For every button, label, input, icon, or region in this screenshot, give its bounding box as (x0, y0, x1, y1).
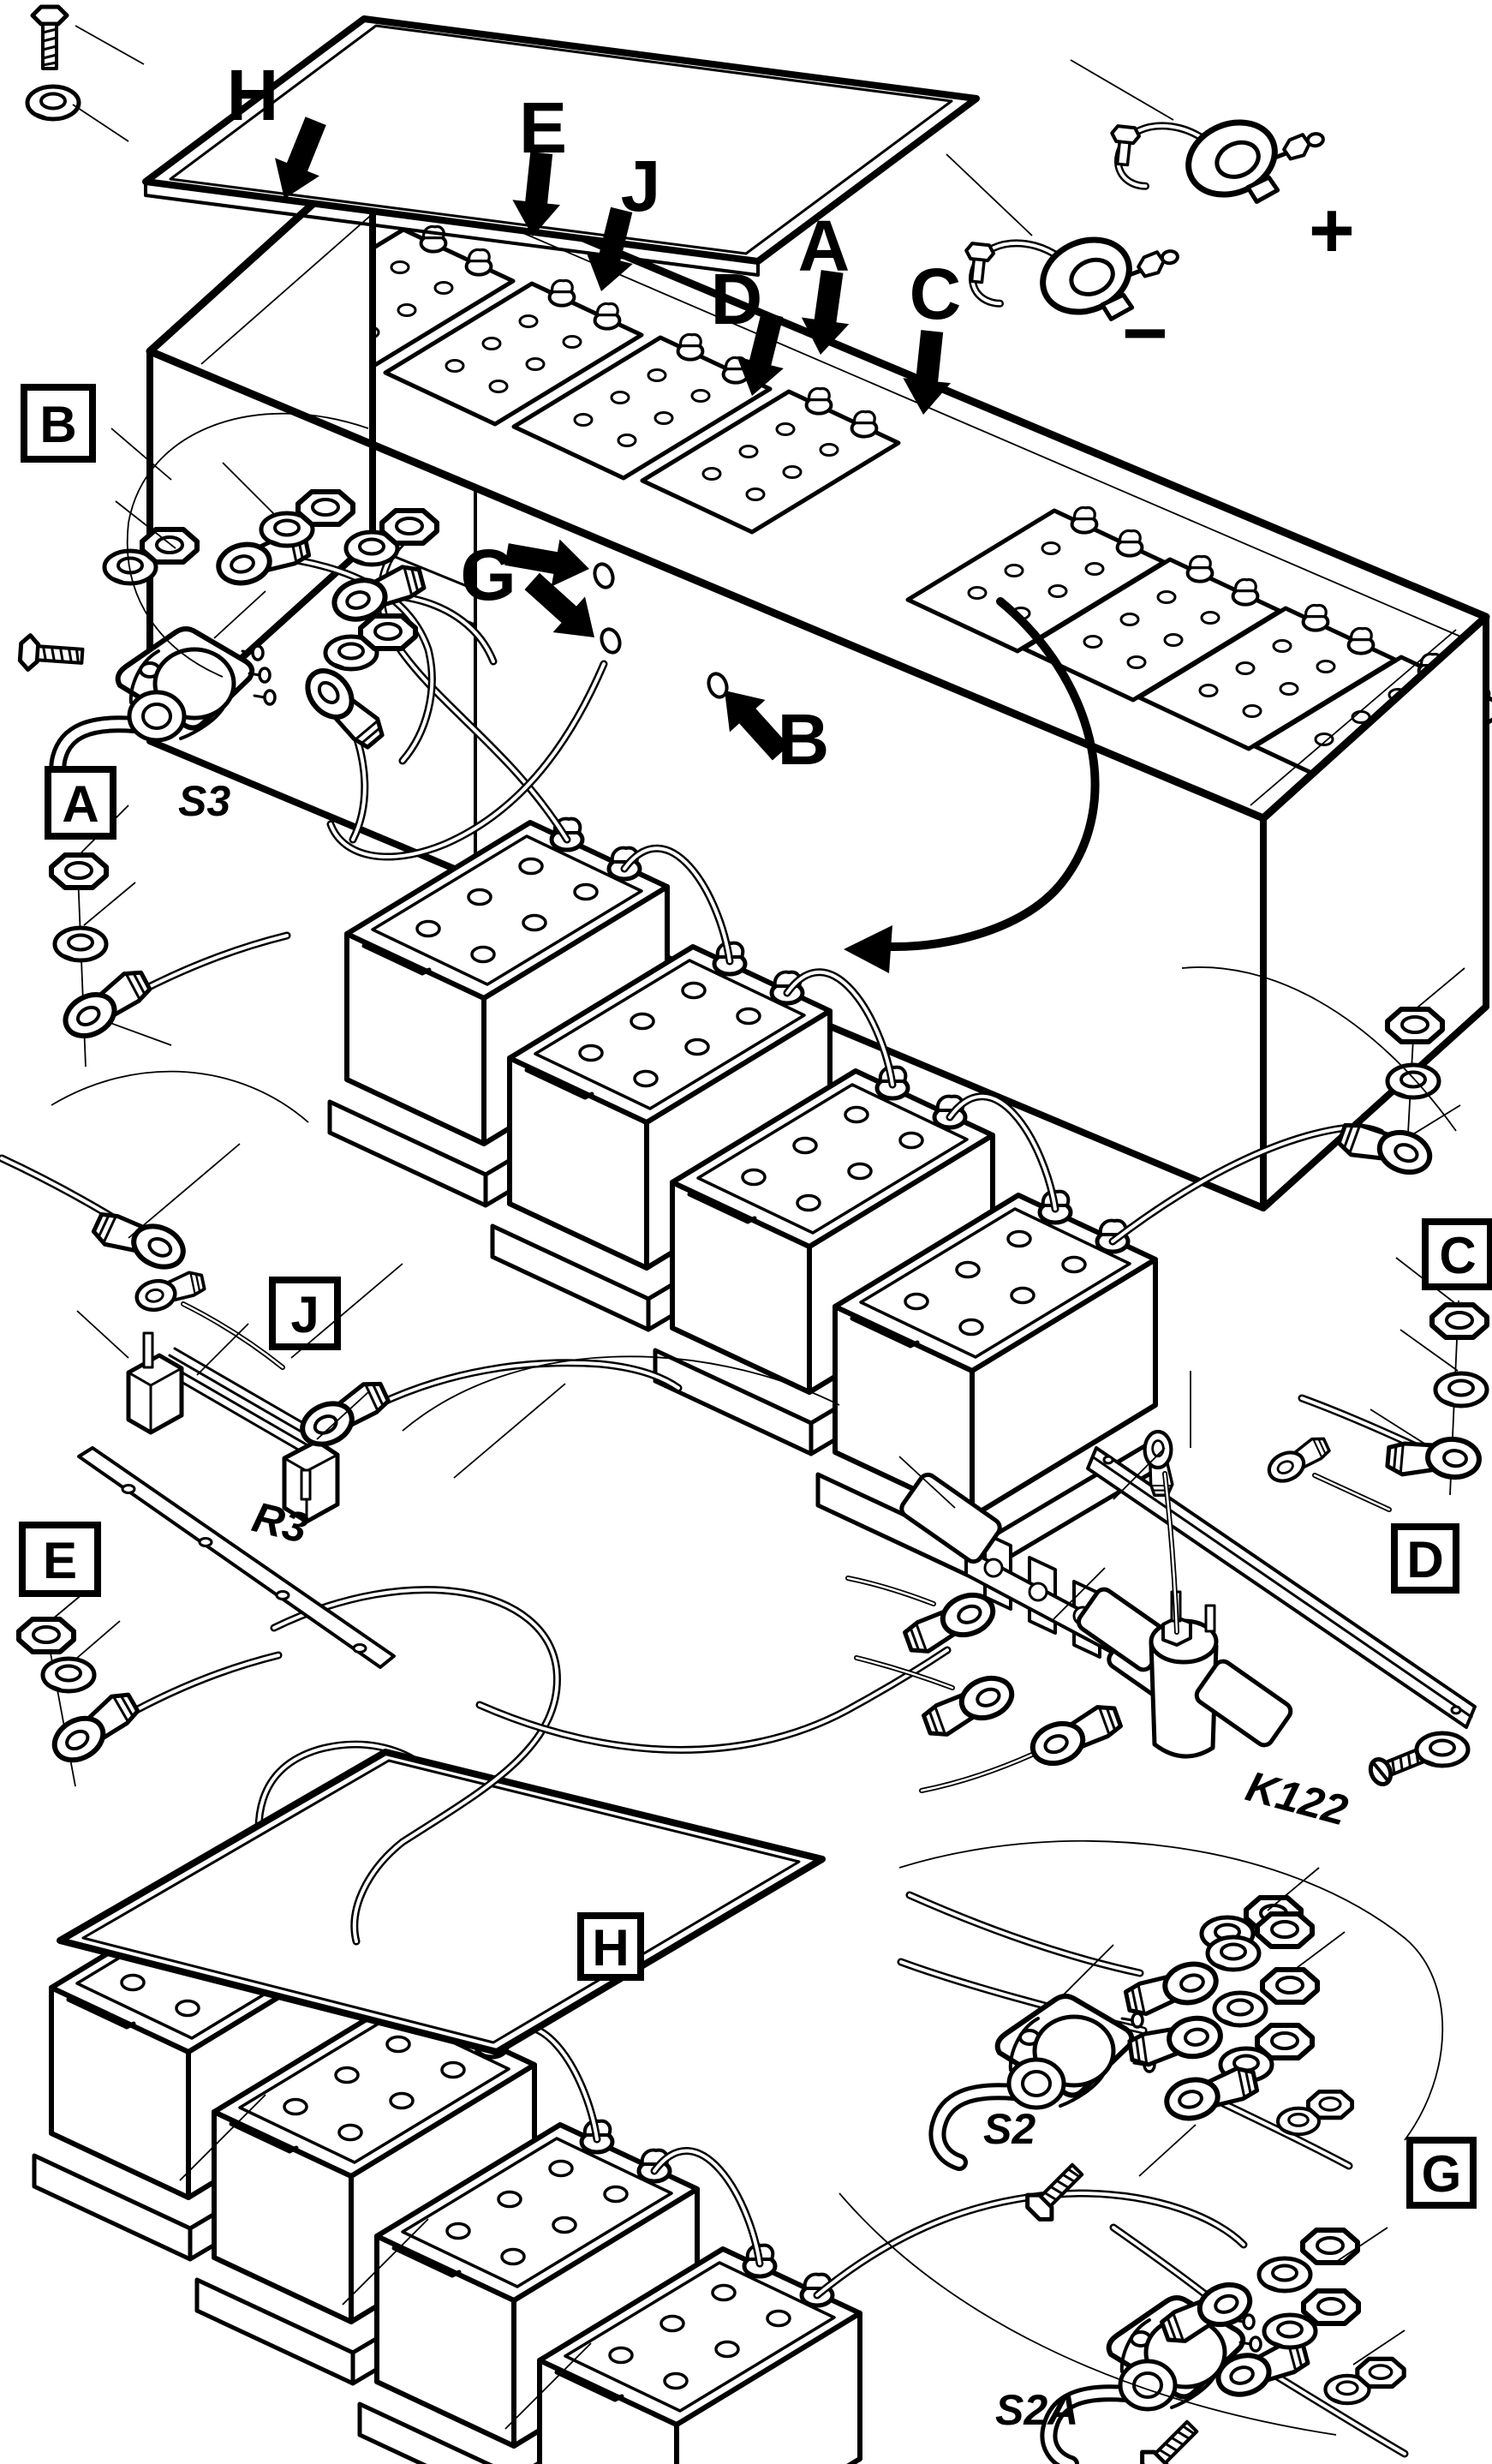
s2-label: S2 (983, 2105, 1035, 2153)
bottom-battery-group (34, 1744, 1244, 2464)
s2a-label: S2A (995, 2386, 1078, 2434)
key-box-c: C (1422, 1218, 1492, 1290)
curved-arrow (844, 597, 1100, 973)
box-lid (142, 15, 980, 277)
svg-text:B: B (39, 396, 76, 453)
mounting-rail (1086, 1446, 1477, 1729)
boxed-keys: B A J E C D H G (19, 384, 1492, 2209)
r3-assembly: R3 (76, 1271, 394, 1669)
lid-bolt (27, 7, 145, 142)
s2-switch: S2 (937, 1867, 1352, 2225)
s3-switch: S3 (20, 492, 437, 825)
d-assembly: K122 (898, 1371, 1477, 1950)
arrow-letter-g: G (460, 535, 516, 615)
s2-fasteners (1123, 1914, 1352, 2134)
key-box-b: B (21, 384, 96, 463)
negative-sign: − (1122, 290, 1168, 377)
svg-text:G: G (1422, 2145, 1462, 2203)
arrow-letter-c: C (910, 254, 962, 334)
key-box-h: H (577, 1912, 644, 1981)
callout-arrows: H E J D A C G B (227, 55, 962, 780)
s3-label: S3 (178, 777, 230, 825)
key-box-e: E (19, 1522, 101, 1597)
stack-e (19, 1580, 145, 1787)
battery-cover-plate (57, 1749, 826, 2055)
svg-text:A: A (62, 775, 98, 833)
arrow-letter-e: E (519, 87, 567, 168)
svg-text:E: E (43, 1532, 77, 1589)
key-box-a: A (45, 766, 116, 840)
s2a-switch: S2A (995, 2227, 1405, 2464)
stack-c (1370, 1257, 1487, 1496)
arrow-letter-b: B (778, 699, 830, 780)
arrow-letter-j: J (621, 146, 661, 226)
positive-terminal-clamp (1104, 97, 1331, 221)
stack-right-middle (1336, 967, 1467, 1181)
key-box-j: J (269, 1277, 341, 1350)
k122-label: K122 (1241, 1762, 1352, 1835)
arrow-letter-a: A (798, 206, 850, 286)
key-box-d: D (1391, 1523, 1459, 1594)
left-cable-lug (91, 1202, 190, 1276)
arrow-letter-d: D (711, 259, 763, 339)
svg-text:C: C (1439, 1227, 1476, 1284)
svg-text:H: H (592, 1919, 629, 1977)
svg-text:D: D (1406, 1531, 1443, 1588)
svg-text:J: J (290, 1286, 319, 1343)
key-box-g: G (1406, 2137, 1477, 2209)
arrow-letter-h: H (227, 55, 279, 135)
stack-a (51, 804, 172, 1068)
positive-sign: + (1309, 187, 1355, 274)
leader-lines (51, 412, 1457, 2436)
